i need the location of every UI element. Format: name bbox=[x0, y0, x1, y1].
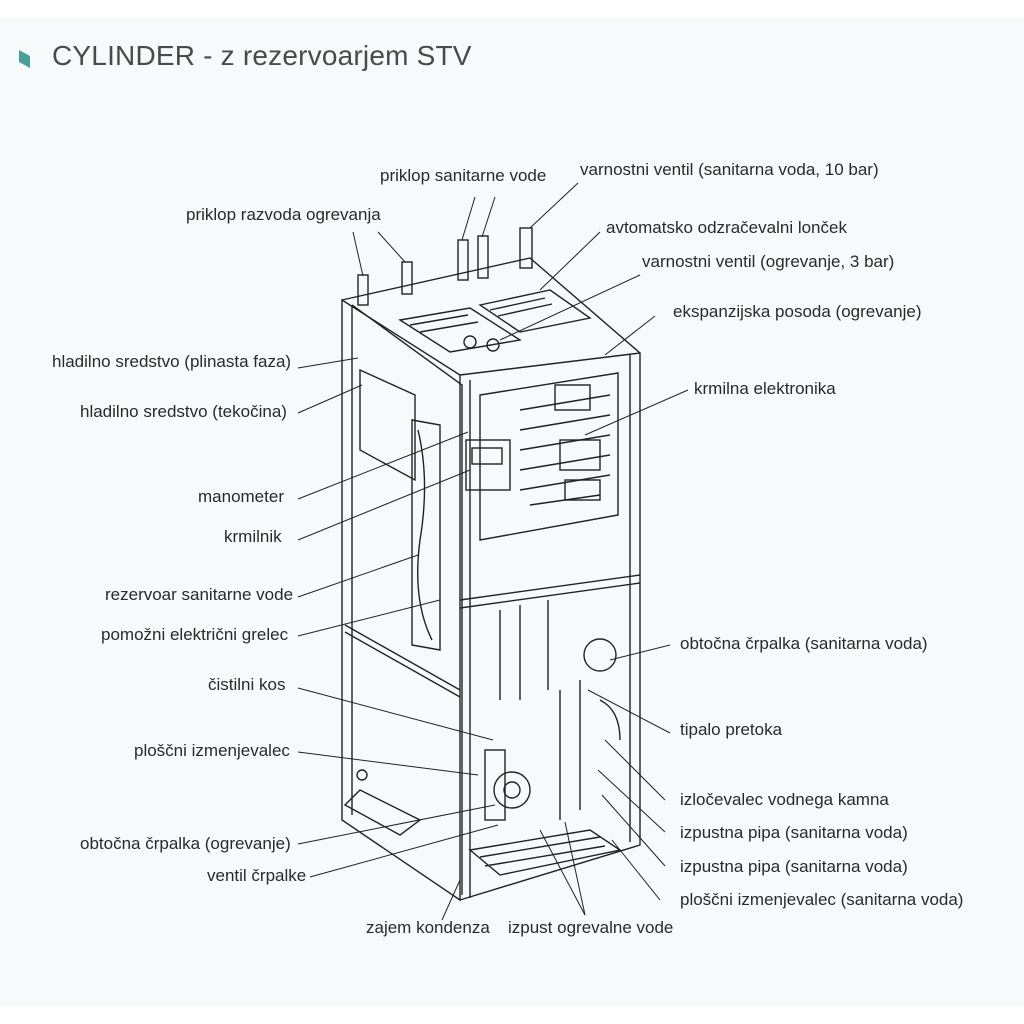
label-priklop-razvoda-ogrevanja: priklop razvoda ogrevanja bbox=[186, 205, 381, 224]
label-izlocevalec: izločevalec vodnega kamna bbox=[680, 790, 889, 809]
label-grelec: pomožni električni grelec bbox=[101, 625, 289, 644]
top-tray-right bbox=[478, 289, 592, 333]
top-pipe-connections bbox=[357, 227, 533, 352]
label-tipalo-pretoka: tipalo pretoka bbox=[680, 720, 783, 739]
control-panel bbox=[479, 372, 619, 541]
dhw-pump bbox=[583, 638, 617, 672]
controller-display bbox=[465, 439, 511, 491]
label-varnostni-ventil-ogrevanje: varnostni ventil (ogrevanje, 3 bar) bbox=[642, 252, 895, 271]
label-krmilnik: krmilnik bbox=[224, 527, 282, 546]
label-varnostni-ventil-sanitarna: varnostni ventil (sanitarna voda, 10 bar… bbox=[580, 160, 879, 179]
label-ploscni-izmenjevalec: ploščni izmenjevalec bbox=[134, 741, 290, 760]
label-avtomatsko-odzracevalni: avtomatsko odzračevalni lonček bbox=[606, 218, 847, 237]
page-title: CYLINDER - z rezervoarjem STV bbox=[52, 40, 472, 71]
label-krmilna-elektronika: krmilna elektronika bbox=[694, 379, 836, 398]
label-obtocna-sanitarna: obtočna črpalka (sanitarna voda) bbox=[680, 634, 928, 653]
label-rezervoar: rezervoar sanitarne vode bbox=[105, 585, 294, 604]
label-izpustna-pipa-2: izpustna pipa (sanitarna voda) bbox=[680, 857, 908, 876]
label-priklop-sanitarne-vode: priklop sanitarne vode bbox=[380, 166, 547, 185]
top-tray-left bbox=[398, 307, 522, 353]
label-ventil-crpalke: ventil črpalke bbox=[207, 866, 307, 885]
cabinet-top bbox=[341, 257, 641, 354]
title-marker-icon bbox=[19, 50, 30, 68]
refrigerant-box bbox=[359, 368, 416, 482]
label-ploscni-sanitarna: ploščni izmenjevalec (sanitarna voda) bbox=[680, 890, 964, 909]
label-hladilno-tekocina: hladilno sredstvo (tekočina) bbox=[80, 402, 287, 421]
unit-drawing bbox=[341, 227, 641, 902]
label-zajem-kondenza: zajem kondenza bbox=[366, 918, 490, 937]
dhw-tank bbox=[411, 419, 441, 651]
label-obtocna-ogrevanje: obtočna črpalka (ogrevanje) bbox=[80, 834, 291, 853]
label-ekspanzijska-posoda: ekspanzijska posoda (ogrevanje) bbox=[673, 302, 922, 321]
cabinet-front-face bbox=[459, 352, 641, 901]
label-izpustna-pipa-1: izpustna pipa (sanitarna voda) bbox=[680, 823, 908, 842]
label-cistilni-kos: čistilni kos bbox=[208, 675, 286, 694]
label-hladilno-plinasta: hladilno sredstvo (plinasta faza) bbox=[52, 352, 292, 371]
heating-pump bbox=[493, 771, 531, 809]
page-background bbox=[0, 18, 1024, 1006]
label-izpust-ogrevalne: izpust ogrevalne vode bbox=[508, 918, 674, 937]
label-manometer: manometer bbox=[198, 487, 284, 506]
leader-lines bbox=[297, 182, 689, 921]
plate-exchanger bbox=[484, 749, 506, 821]
